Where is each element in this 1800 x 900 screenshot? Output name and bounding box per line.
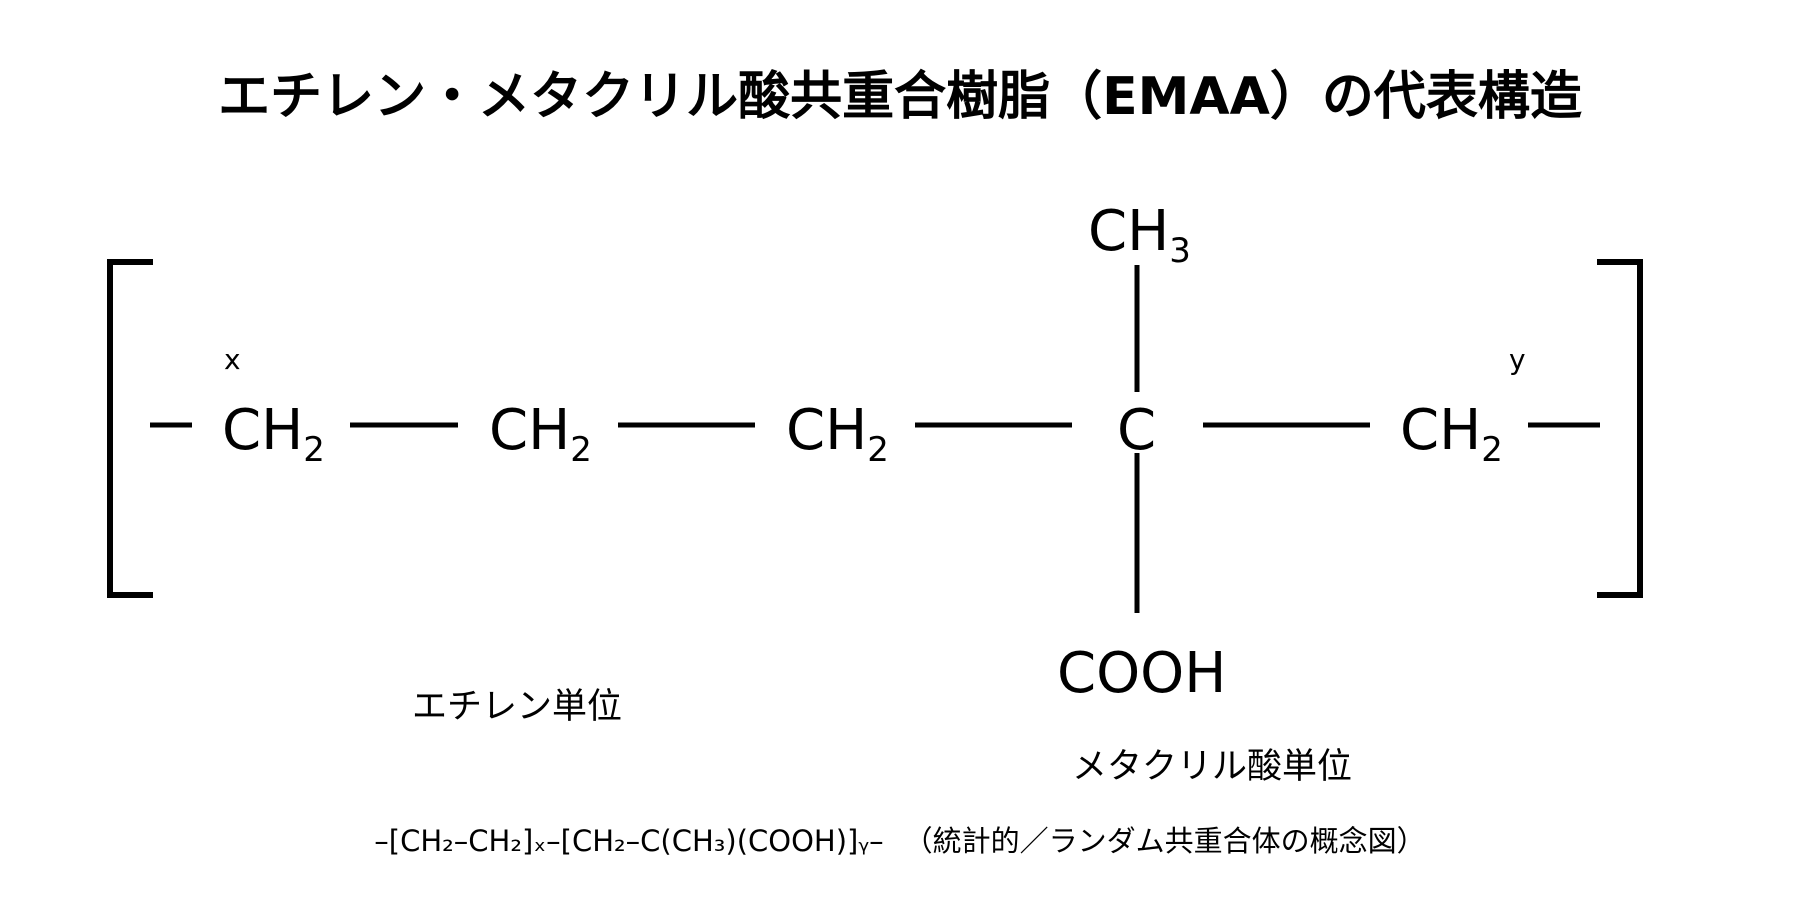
condensed-formula-line: –[CH₂–CH₂]ₓ–[CH₂–C(CH₃)(COOH)]ᵧ– （統計的／ランダ… <box>374 824 1425 858</box>
polymer-brackets <box>107 259 1643 598</box>
central-c-atom: C <box>1117 398 1156 463</box>
repeat-index-y: y <box>1509 343 1526 376</box>
ch2-atom-4: CH2 <box>1400 398 1503 470</box>
formula-note: （統計的／ランダム共重合体の概念図） <box>904 824 1426 858</box>
substituents: CH3 COOH <box>1057 199 1226 706</box>
methyl-group: CH3 <box>1088 199 1191 271</box>
ch2-atom-2: CH2 <box>489 398 592 470</box>
chain-atoms: CH2 CH2 CH2 C CH2 <box>222 398 1503 470</box>
methacrylic-acid-unit-label: メタクリル酸単位 <box>1072 747 1352 787</box>
condensed-formula: –[CH₂–CH₂]ₓ–[CH₂–C(CH₃)(COOH)]ᵧ– <box>374 824 883 858</box>
right-bracket <box>1597 259 1643 598</box>
ch2-atom-1: CH2 <box>222 398 325 470</box>
repeat-index-x: x <box>224 343 241 376</box>
ethylene-unit-label: エチレン単位 <box>412 687 622 727</box>
ch2-atom-3: CH2 <box>786 398 889 470</box>
carboxyl-group: COOH <box>1057 641 1226 706</box>
left-bracket <box>107 259 153 598</box>
diagram-title: エチレン・メタクリル酸共重合樹脂（EMAA）の代表構造 <box>218 67 1582 127</box>
